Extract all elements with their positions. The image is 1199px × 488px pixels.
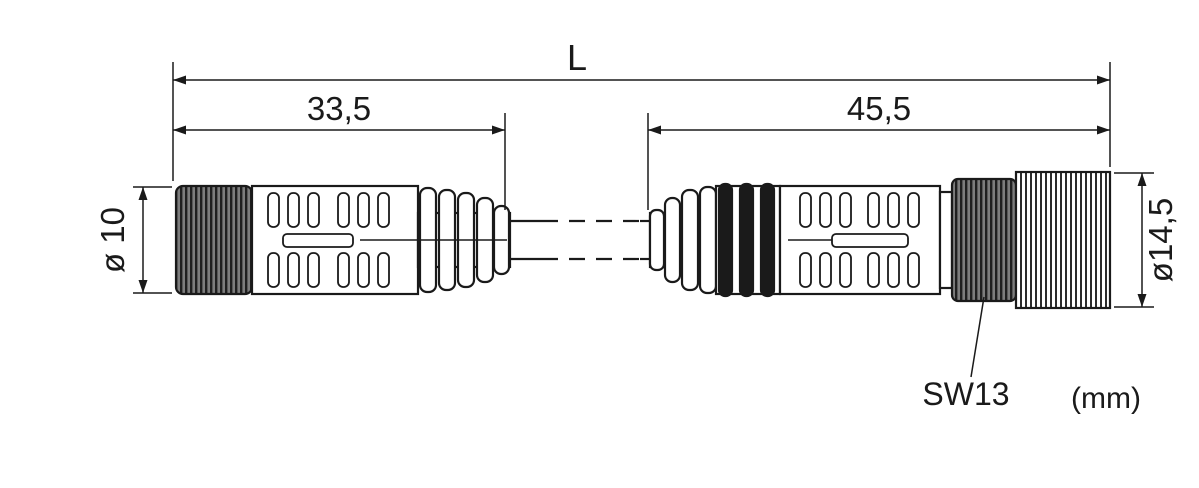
units-label: (mm): [1071, 382, 1141, 415]
wrench-size-label: SW13: [922, 376, 1009, 412]
dim-label-right-diameter: ø14,5: [1142, 198, 1179, 282]
arrowhead: [1137, 294, 1147, 307]
right-strain-relief: [648, 185, 718, 295]
arrowhead: [1097, 125, 1110, 135]
dim-label-left-length: 33,5: [307, 90, 371, 127]
seal-ring-section: [714, 182, 782, 298]
cable: [509, 219, 652, 261]
seal-ring: [738, 182, 755, 298]
arrowhead: [1137, 173, 1147, 186]
right-knurled-ring: [950, 177, 1018, 303]
right-label-panel: [831, 233, 909, 248]
left-connector: [174, 184, 512, 296]
hex-neck: [938, 190, 954, 290]
wrench-size-leader: [970, 296, 985, 378]
arrowhead: [173, 75, 186, 85]
dimension-lines: [133, 62, 1154, 378]
left-label-panel: [282, 233, 354, 248]
arrowhead: [138, 280, 148, 293]
dim-label-right-length: 45,5: [847, 90, 911, 127]
arrowhead: [138, 187, 148, 200]
dim-right-length: [647, 113, 1110, 210]
arrowhead: [648, 125, 661, 135]
arrowhead: [173, 125, 186, 135]
arrowhead: [492, 125, 505, 135]
right-connector: [648, 170, 1112, 310]
dim-right-diameter: [1114, 172, 1154, 308]
dim-left-length: [173, 113, 506, 210]
dim-left-diameter: [133, 186, 172, 294]
dim-label-left-diameter: ø 10: [94, 207, 131, 273]
seal-ring: [759, 182, 776, 298]
left-grip-slots: [267, 192, 390, 288]
right-grip-slots: [799, 192, 920, 288]
dim-label-overall-length: L: [567, 37, 587, 78]
arrowhead: [1097, 75, 1110, 85]
left-knurled-nut: [174, 184, 254, 296]
m12-thread: [1014, 170, 1112, 310]
dim-overall-length: [172, 62, 1111, 181]
seal-ring: [717, 182, 734, 298]
